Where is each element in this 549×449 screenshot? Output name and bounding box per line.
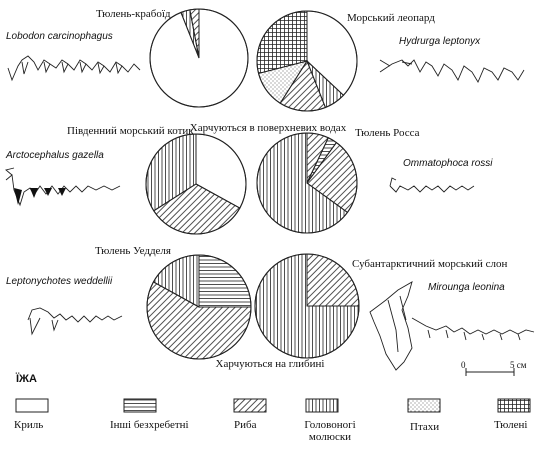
legend-swatch-birds	[407, 398, 441, 413]
pie-ross	[256, 132, 358, 234]
label-crabeater: Тюлень-крабоїд	[96, 8, 171, 20]
elephant-tooth-row	[369, 281, 535, 371]
fur-seal-tooth-row	[5, 167, 121, 207]
scale-label: 5 см	[510, 360, 527, 370]
species-crabeater: Lobodon carcinophagus	[6, 31, 113, 42]
species-fur-seal: Arctocephalus gazella	[6, 150, 104, 161]
label-fur-seal: Південний морський котик	[67, 125, 194, 137]
leopard-tooth-row	[379, 59, 525, 83]
legend-label-krill: Криль	[14, 419, 44, 431]
legend-label-birds: Птахи	[410, 421, 440, 433]
legend-swatch-ceph	[305, 398, 339, 413]
species-weddell: Leptonychotes weddellii	[6, 276, 113, 287]
legend-swatch-krill	[15, 398, 49, 413]
caption-surface: Харчуються в поверхневих водах	[189, 122, 347, 134]
pie-outline-elephant	[254, 253, 360, 359]
scale-bar	[465, 368, 515, 376]
caption-deep: Харчуються на глибині	[215, 358, 325, 370]
pie-fur-seal	[145, 133, 247, 235]
legend-swatch-seals	[497, 398, 531, 413]
legend-label-fish: Риба	[234, 419, 257, 431]
pie-outline-crabeater	[149, 8, 249, 108]
pie-weddell	[146, 254, 252, 360]
legend-swatch-invert	[123, 398, 157, 413]
pie-outline-fur_seal	[145, 133, 247, 235]
legend-title: ЇЖА	[16, 373, 37, 385]
pie-outline-weddell	[146, 254, 252, 360]
species-ross: Ommatophoca rossi	[403, 158, 493, 169]
legend-swatch-fish	[233, 398, 267, 413]
pie-slice-weddell-invert	[198, 254, 252, 308]
pie-crabeater	[149, 8, 249, 108]
pie-outline-leopard	[256, 10, 358, 112]
weddell-tooth-row	[27, 307, 123, 336]
label-weddell: Тюлень Уедделя	[95, 245, 171, 257]
pie-outline-ross	[256, 132, 358, 234]
species-leopard: Hydrurga leptonyx	[399, 36, 481, 47]
scale-zero: 0	[461, 360, 466, 370]
species-elephant: Mirounga leonina	[428, 282, 505, 293]
legend-label-seals: Тюлені	[494, 419, 528, 431]
label-leopard: Морський леопард	[347, 12, 435, 24]
legend-label-ceph: Головоногі молюски	[304, 419, 356, 443]
crabeater-tooth-row	[7, 55, 141, 82]
legend-label-invert: Інші безхребетні	[110, 419, 189, 431]
pie-leopard	[256, 10, 358, 112]
pie-elephant	[254, 253, 360, 359]
ross-tooth-row	[389, 177, 475, 193]
label-ross: Тюлень Росса	[355, 127, 420, 139]
label-elephant: Субантарктичний морський слон	[352, 258, 508, 270]
